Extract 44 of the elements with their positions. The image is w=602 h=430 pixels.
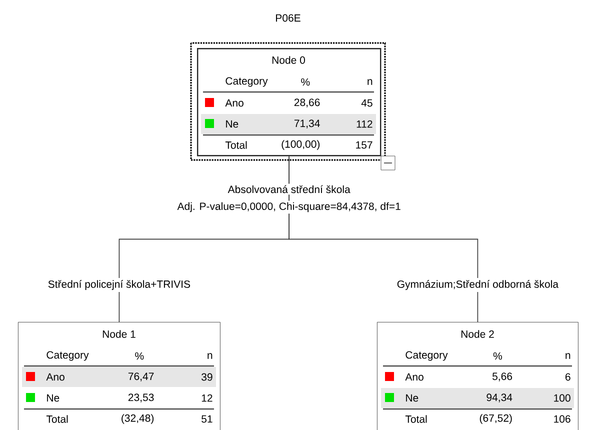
edge-label: Gymnázium;Střední odborná škola [397,280,558,290]
chart-title: P06E [276,14,300,22]
edge-label: Střední policejní škola+TRIVIS [48,280,190,290]
category-label: Ano [225,99,244,107]
count-value: 51 [202,415,212,423]
category-label: Ne [226,120,238,128]
count-value: 112 [356,120,372,128]
column-header: % [493,352,502,360]
column-header: n [368,79,372,85]
count-value: 45 [361,99,372,107]
split-label: Adj. P-value=0,0000, Chi-square=84,4378, df=1 [177,202,400,212]
percent-value: 23,53 [128,394,154,402]
percent-value: 76,47 [128,372,154,382]
percent-value: 71,34 [294,120,320,128]
column-header: % [135,352,144,360]
node-title: Node 1 [102,330,136,338]
category-label: Ano [405,373,424,381]
category-label: Ne [47,394,60,402]
split-label: Absolvovaná střední škola [228,185,350,194]
percent-value: (32,48) [122,414,154,424]
category-label: Ano [46,373,64,381]
node-title: Node 2 [461,330,494,338]
percent-value: 94,34 [486,394,512,402]
category-label: Total [225,141,247,149]
count-value: 12 [202,394,212,402]
count-value: 157 [356,141,372,149]
percent-value: (100,00) [282,140,320,150]
column-header: Category [406,351,448,361]
category-label: Total [46,415,68,423]
column-header: Category [226,77,268,87]
percent-value: (67,52) [480,414,512,424]
count-value: 6 [566,373,570,381]
column-header: Category [46,351,89,361]
count-value: 100 [554,394,570,402]
category-label: Ne [406,394,418,402]
percent-value: 28,66 [294,98,320,108]
percent-value: 5,66 [492,372,512,382]
node-title: Node 0 [272,56,305,64]
column-header: % [301,78,310,86]
count-value: 39 [202,373,212,381]
count-value: 106 [554,415,570,423]
column-header: n [208,353,212,359]
column-header: n [566,353,570,359]
category-label: Total [405,415,427,423]
